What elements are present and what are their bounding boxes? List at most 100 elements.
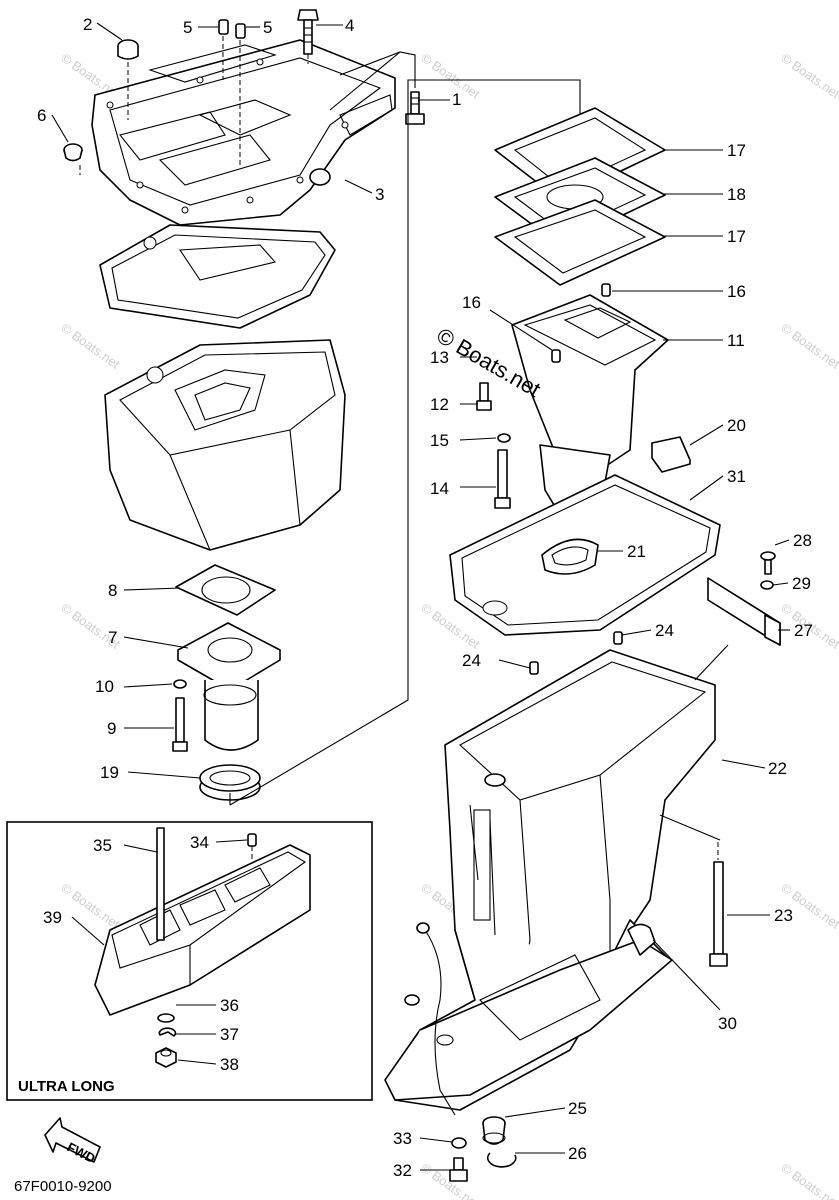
callout-38: 38 — [220, 1055, 239, 1074]
leader-lines — [51, 22, 790, 1171]
callout-34: 34 — [190, 833, 209, 852]
nut-part-38 — [155, 1047, 177, 1068]
callout-28: 28 — [793, 531, 812, 550]
callout-7: 7 — [108, 628, 117, 647]
callout-13: 13 — [430, 348, 449, 367]
callout-31: 31 — [727, 467, 746, 486]
callout-3: 3 — [375, 185, 384, 204]
dowel-part-24-a — [613, 631, 623, 645]
watermark: © Boats.net — [778, 1160, 839, 1200]
lockwasher-part-37 — [158, 1027, 177, 1037]
callout-21: 21 — [627, 542, 646, 561]
upper-mount-part-3 — [91, 39, 396, 226]
callout-23: 23 — [774, 906, 793, 925]
washer-part-36 — [157, 1013, 175, 1023]
oil-pan — [104, 339, 346, 551]
gasket-part-8 — [175, 564, 276, 616]
callout-2: 2 — [83, 15, 92, 34]
bolt-part-1 — [405, 91, 425, 125]
dowel-pins-part-5 — [218, 19, 246, 165]
wire-terminal-mid — [404, 994, 420, 1006]
bolt-part-4 — [297, 9, 319, 64]
anode-part-30 — [627, 923, 656, 956]
screw-part-28 — [760, 551, 776, 575]
ultra-long-box — [6, 821, 373, 1101]
callout-20: 20 — [727, 416, 746, 435]
watermark: © Boats.net — [418, 50, 483, 102]
callout-32: 32 — [393, 1161, 412, 1180]
diagram-code: 67F0010-9200 — [14, 1178, 112, 1195]
callout-1: 1 — [452, 90, 461, 109]
callout-numbers: 1 2 3 4 5 5 6 7 8 9 10 11 12 13 14 15 16… — [37, 15, 813, 1180]
callout-17-a: 17 — [727, 141, 746, 160]
dowel-part-34 — [247, 833, 257, 847]
clip-part-26 — [486, 1152, 517, 1168]
callout-22: 22 — [768, 759, 787, 778]
plug-part-2 — [117, 39, 139, 120]
bolt-part-32 — [449, 1157, 468, 1182]
wire-terminal-top — [416, 922, 430, 934]
dowel-part-24-b — [529, 661, 539, 675]
seal-part-19 — [199, 764, 261, 801]
callout-26: 26 — [568, 1144, 587, 1163]
fitting-part-25 — [482, 1116, 506, 1145]
washer-part-29 — [760, 580, 774, 590]
callout-27: 27 — [794, 621, 813, 640]
callout-9: 9 — [107, 719, 116, 738]
watermark: © Boats.net — [58, 320, 123, 372]
group-divider-line — [229, 79, 581, 806]
bolt-part-14 — [494, 449, 511, 509]
callout-5-b: 5 — [263, 18, 272, 37]
watermark: © Boats.net — [778, 50, 839, 102]
callout-25: 25 — [568, 1099, 587, 1118]
callout-16-a: 16 — [462, 293, 481, 312]
watermark: © Boats.net — [58, 880, 123, 932]
callout-29: 29 — [792, 574, 811, 593]
callout-14: 14 — [430, 479, 449, 498]
callout-24-b: 24 — [462, 651, 481, 670]
callout-18: 18 — [727, 185, 746, 204]
bolt-part-23 — [709, 842, 728, 967]
callout-17-b: 17 — [727, 227, 746, 246]
gasket-part-17-bottom — [494, 199, 666, 286]
callout-16-b: 16 — [727, 282, 746, 301]
plate-part-27 — [707, 577, 781, 646]
casing-part-11 — [511, 294, 669, 516]
adapter-part-7 — [177, 622, 281, 751]
upper-casing-part-22 — [444, 649, 716, 1001]
callout-33: 33 — [393, 1129, 412, 1148]
seal-part-21 — [541, 538, 599, 575]
callout-11: 11 — [727, 331, 745, 350]
callout-5-a: 5 — [183, 18, 192, 37]
stud-part-35 — [156, 827, 165, 941]
callout-35: 35 — [93, 836, 112, 855]
dowel-part-16-right — [601, 283, 611, 297]
callout-10: 10 — [95, 677, 114, 696]
grommet-part-20 — [651, 436, 691, 473]
callout-4: 4 — [345, 16, 354, 35]
lower-housing — [384, 919, 673, 1111]
ultra-long-label: ULTRA LONG — [18, 1078, 115, 1095]
callout-12: 12 — [430, 395, 449, 414]
callout-36: 36 — [220, 996, 239, 1015]
bolt-part-9 — [172, 697, 188, 752]
callout-30: 30 — [718, 1014, 737, 1033]
grommet-part-6 — [63, 143, 83, 175]
bolt-part-12 — [476, 382, 492, 411]
callout-24-a: 24 — [655, 621, 674, 640]
callout-6: 6 — [37, 106, 46, 125]
watermark: © Boats.net — [778, 320, 839, 372]
callout-15: 15 — [430, 431, 449, 450]
washer-part-15 — [497, 433, 511, 443]
washer-part-33 — [451, 1137, 467, 1149]
callout-37: 37 — [220, 1025, 239, 1044]
callout-8: 8 — [108, 581, 117, 600]
callout-19: 19 — [100, 763, 119, 782]
gasket-upper — [99, 224, 336, 329]
callout-39: 39 — [43, 908, 62, 927]
ground-wire — [424, 929, 456, 1116]
dowel-part-16-left — [551, 349, 561, 363]
washer-part-10 — [173, 679, 187, 689]
fwd-arrow-icon: FWD — [44, 1117, 101, 1166]
